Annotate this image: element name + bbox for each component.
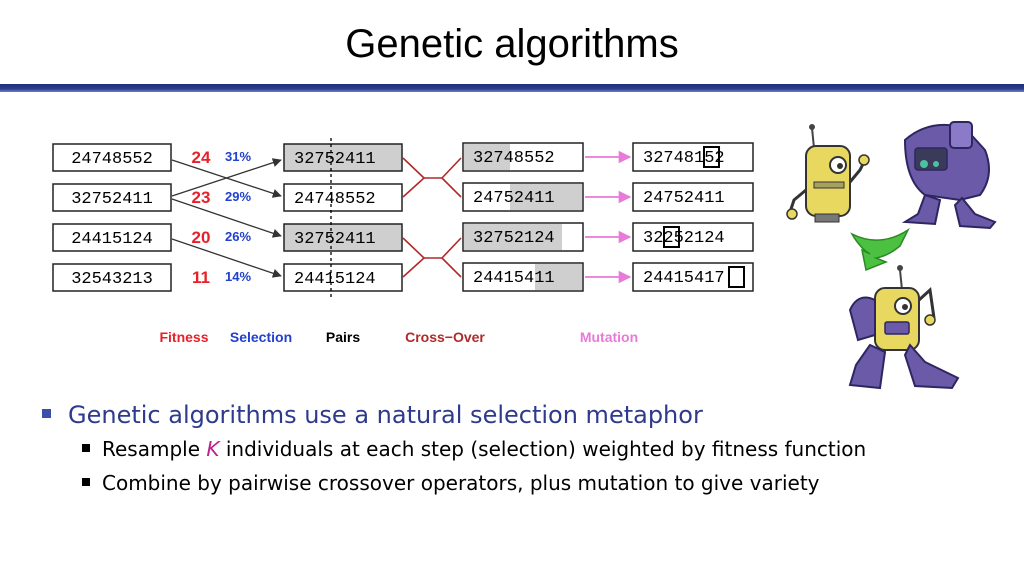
population-cell-3: 24415124 <box>52 223 172 252</box>
bullet-sub-1: Resample K individuals at each step (sel… <box>40 432 1000 466</box>
selection-percent: 31% <box>225 149 251 164</box>
population-cell-2: 32752411 <box>52 183 172 212</box>
mutation-cell-2: 24752411 <box>632 182 754 212</box>
fitness-label: Fitness <box>159 329 208 345</box>
bullet-square-icon <box>82 478 90 486</box>
pairs-label: Pairs <box>326 329 360 345</box>
title-rule <box>0 84 1024 92</box>
svg-text:24748552: 24748552 <box>71 150 153 169</box>
fitness-value: 20 <box>192 228 211 247</box>
selection-percent: 26% <box>225 229 251 244</box>
crossover-cell-3: 32752124 <box>462 222 584 252</box>
svg-text:32748552: 32748552 <box>473 149 555 168</box>
svg-text:24748552: 24748552 <box>294 190 376 209</box>
mutation-cell-1: 32748152 <box>632 142 754 172</box>
bullet-list: Genetic algorithms use a natural selecti… <box>40 398 1000 500</box>
pair-cell-3: 32752411 <box>283 223 403 252</box>
evolve-arrow-icon <box>850 227 910 272</box>
crossover-cell-2: 24752411 <box>462 182 584 212</box>
svg-text:32752411: 32752411 <box>294 230 376 249</box>
yellow-robot-icon <box>786 124 870 223</box>
bullet-square-icon <box>82 444 90 452</box>
population-column: 24748552 32752411 24415124 32543213 <box>52 143 172 292</box>
fitness-values: 24 23 20 11 <box>192 148 211 287</box>
crossover-cell-1: 32748552 <box>462 142 584 172</box>
genetic-algorithm-diagram: 24748552 32752411 24415124 32543213 24 2… <box>52 121 997 390</box>
mutation-column: 32748152 24752411 32252124 24415417 <box>632 142 754 292</box>
fitness-value: 23 <box>192 188 211 207</box>
bullet-main: Genetic algorithms use a natural selecti… <box>40 398 1000 432</box>
fitness-value: 24 <box>192 148 211 167</box>
pair-cell-1: 32752411 <box>283 143 403 172</box>
mutation-cell-4: 24415417 <box>632 262 754 292</box>
selection-percent: 29% <box>225 189 251 204</box>
pairs-column: 32752411 24748552 32752411 24415124 <box>283 138 403 297</box>
svg-text:32752411: 32752411 <box>71 190 153 209</box>
fitness-value: 11 <box>192 268 210 287</box>
svg-text:24415411: 24415411 <box>473 269 555 288</box>
selection-values: 31% 29% 26% 14% <box>225 149 251 284</box>
svg-text:24752411: 24752411 <box>643 189 725 208</box>
bullet-main-text: Genetic algorithms use a natural selecti… <box>68 401 703 429</box>
pair-cell-2: 24748552 <box>283 183 403 212</box>
crossover-cell-4: 24415411 <box>462 262 584 292</box>
svg-text:24415417: 24415417 <box>643 269 725 288</box>
svg-text:32748152: 32748152 <box>643 149 725 168</box>
k-variable: K <box>206 437 220 461</box>
pair-cell-4: 24415124 <box>283 263 403 292</box>
svg-text:32752411: 32752411 <box>294 150 376 169</box>
mutation-arrows <box>585 150 632 284</box>
population-cell-1: 24748552 <box>52 143 172 172</box>
crossover-label: Cross−Over <box>405 329 485 345</box>
svg-text:24752411: 24752411 <box>473 189 555 208</box>
svg-text:32752124: 32752124 <box>473 229 555 248</box>
mutation-cell-3: 32252124 <box>632 222 754 252</box>
purple-robot-icon <box>901 121 997 230</box>
stage-labels: Fitness Selection Pairs Cross−Over Mutat… <box>159 329 638 345</box>
svg-text:24415124: 24415124 <box>294 270 376 289</box>
population-cell-4: 32543213 <box>52 263 172 292</box>
selection-arrows <box>171 158 282 278</box>
mutation-label: Mutation <box>580 329 638 345</box>
page-title: Genetic algorithms <box>345 22 679 66</box>
svg-text:24415124: 24415124 <box>71 230 153 249</box>
bullet-sub-2: Combine by pairwise crossover operators,… <box>40 466 1000 500</box>
bullet-sub-2-text: Combine by pairwise crossover operators,… <box>102 471 820 495</box>
selection-label: Selection <box>230 329 292 345</box>
bullet-square-icon <box>42 409 51 418</box>
svg-text:32543213: 32543213 <box>71 270 153 289</box>
svg-text:32252124: 32252124 <box>643 229 725 248</box>
hybrid-robot-icon <box>848 265 960 390</box>
selection-percent: 14% <box>225 269 251 284</box>
crossover-column: 32748552 24752411 32752124 24415411 <box>462 142 584 292</box>
crossover-connectors <box>402 157 462 278</box>
